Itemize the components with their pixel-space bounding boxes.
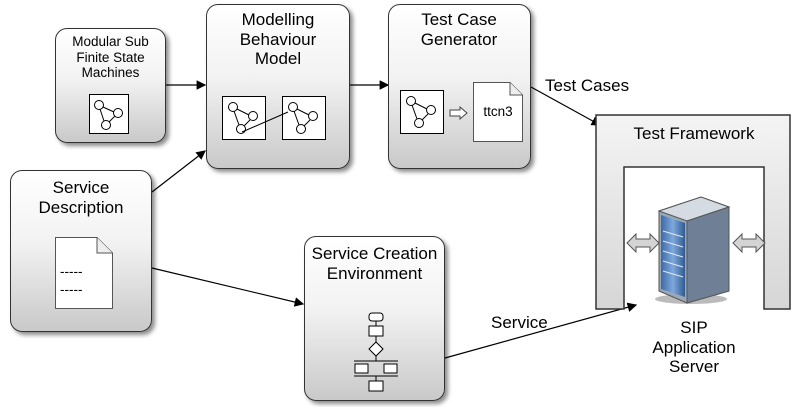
- ttcn3-label: ttcn3: [483, 104, 513, 119]
- flowchart-icon: [354, 312, 398, 392]
- fsm-icon: [222, 96, 266, 140]
- test-framework-frame: [595, 114, 791, 310]
- sip-server-label: SIP Application Server: [652, 318, 736, 377]
- document-icon: [55, 237, 113, 309]
- edge-desc-to-model: [151, 150, 206, 193]
- doc-line-2: -----: [60, 282, 83, 297]
- service-description-label: Service Description: [38, 178, 124, 217]
- modular-fsm-label: Modular Sub Finite State Machines: [72, 34, 149, 81]
- fsm-icon: [400, 90, 444, 134]
- modelling-behaviour-model-box: [206, 4, 350, 169]
- transform-arrow-icon: [449, 106, 468, 120]
- test-case-generator-label: Test Case Generator: [420, 10, 498, 49]
- service-label: Service: [491, 313, 548, 332]
- double-arrow-icon: [626, 233, 660, 253]
- document-icon: [473, 82, 523, 142]
- service-creation-environment-label: Service Creation Environment: [311, 244, 438, 283]
- test-cases-label: Test Cases: [545, 76, 630, 95]
- modelling-behaviour-model-label: Modelling Behaviour Model: [239, 10, 317, 69]
- fsm-icon: [89, 94, 129, 134]
- test-framework-label: Test Framework: [633, 124, 755, 143]
- edge-generator-to-framework: [530, 86, 602, 126]
- edge-sce-to-server: [444, 302, 638, 359]
- edge-desc-to-sce: [151, 267, 305, 307]
- fsm-icon: [282, 96, 326, 140]
- fsm-link: [241, 111, 289, 133]
- double-arrow-icon: [732, 233, 766, 253]
- server-icon: [655, 196, 731, 304]
- doc-line-1: -----: [60, 264, 83, 279]
